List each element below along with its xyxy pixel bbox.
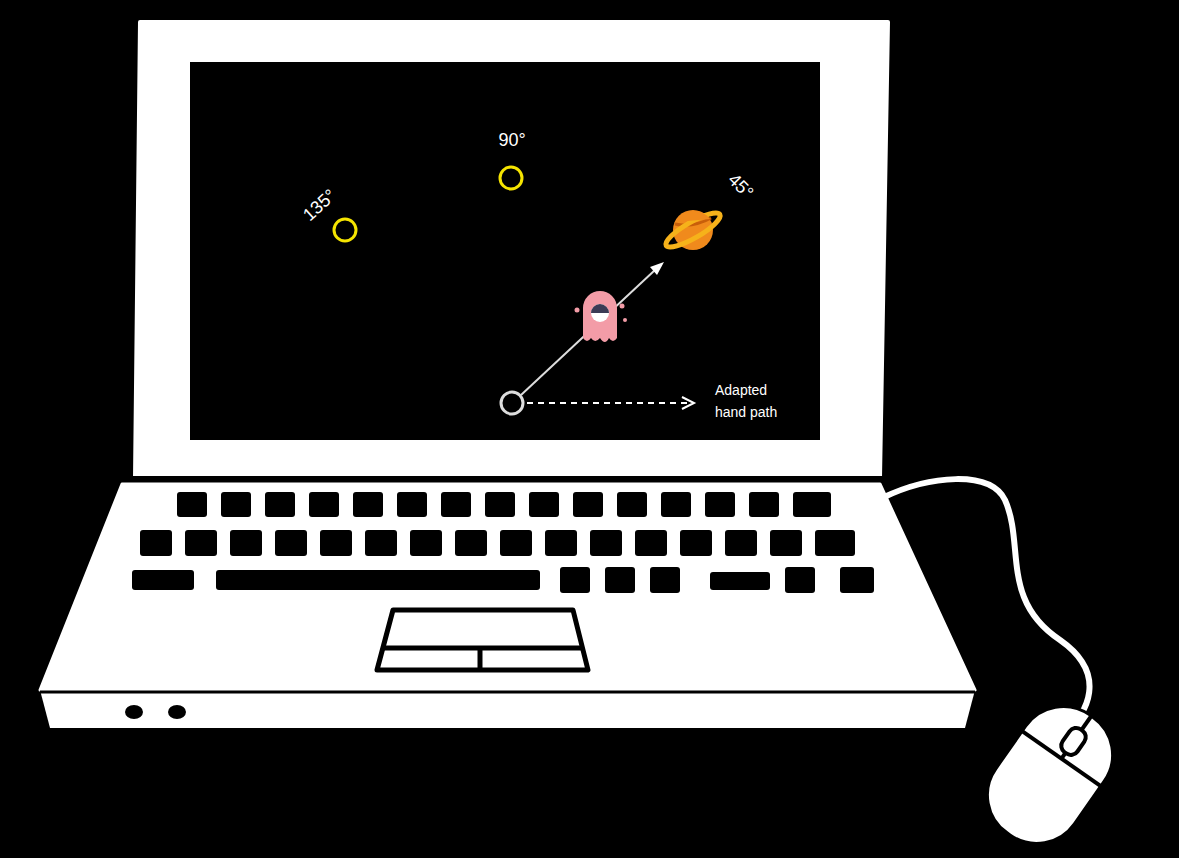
path-label: Adapted hand path (715, 380, 795, 423)
angle-label: 90° (498, 129, 525, 152)
